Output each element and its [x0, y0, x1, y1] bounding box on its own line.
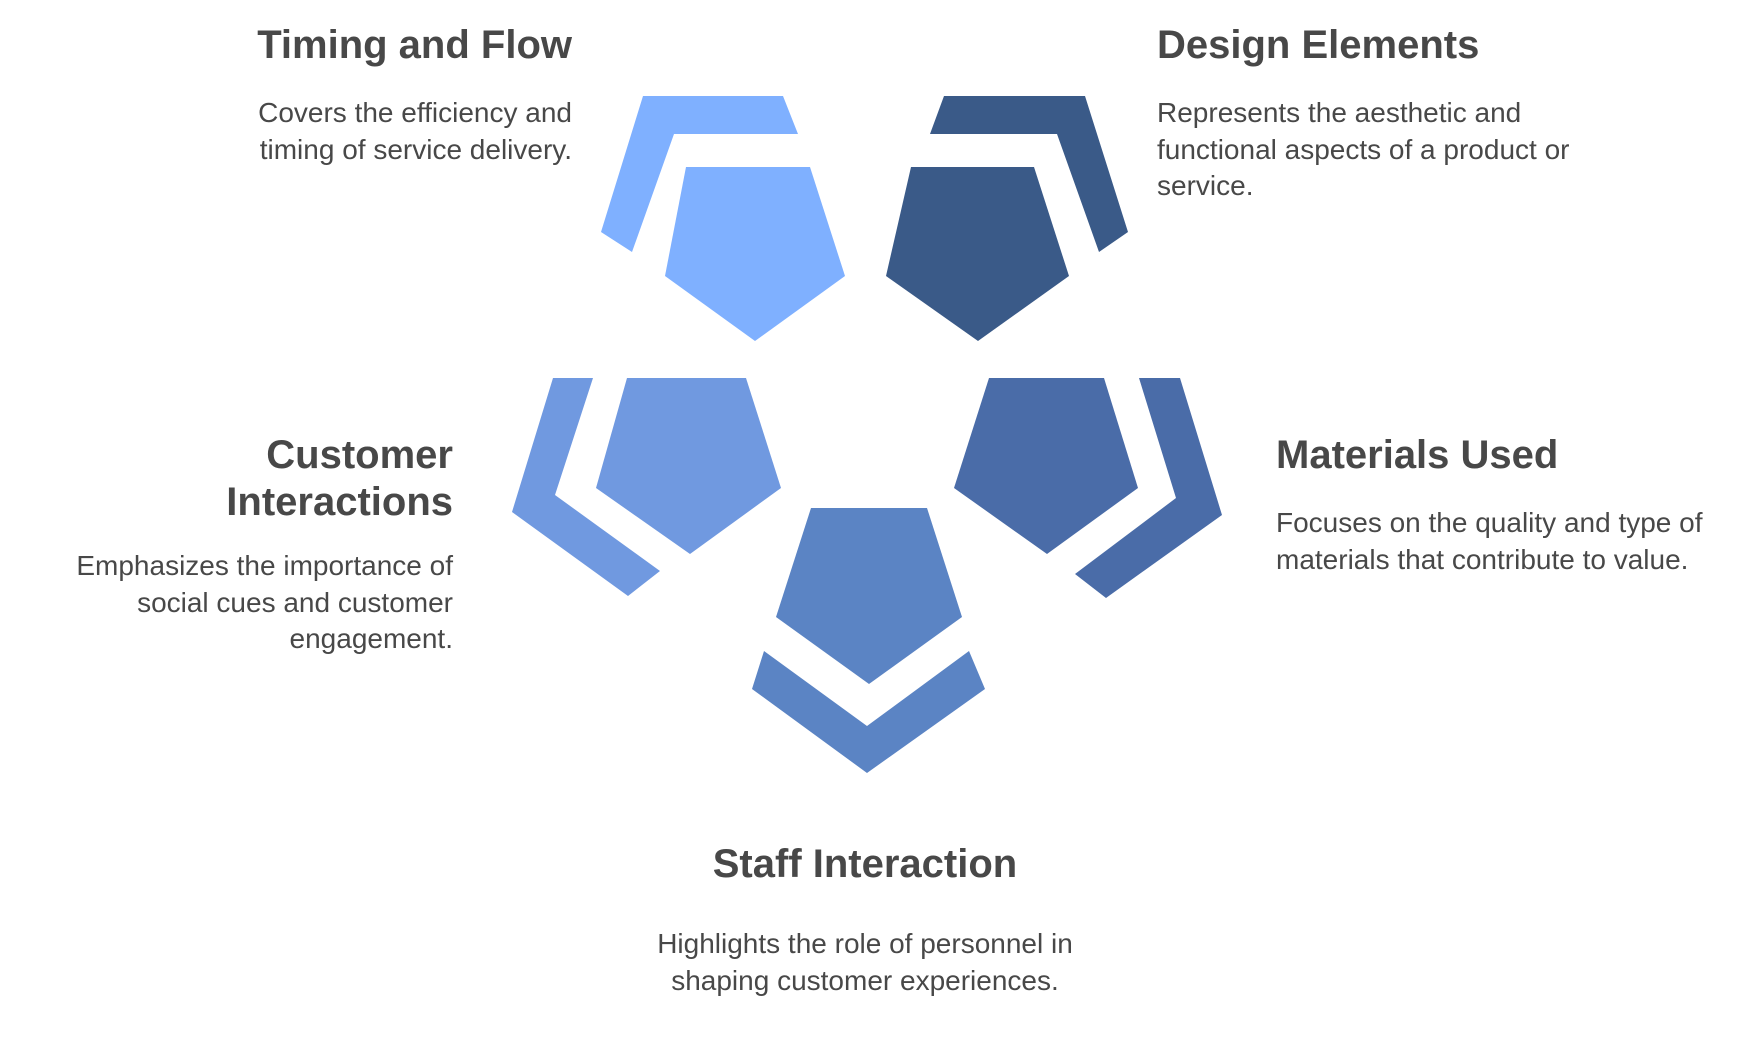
materials-description: Focuses on the quality and type of mater… — [1276, 507, 1703, 575]
materials-text-block: Materials Used Focuses on the quality an… — [1276, 432, 1726, 578]
materials-segment — [954, 378, 1222, 598]
timing-segment-outer — [601, 96, 798, 252]
materials-segment-pentagon — [954, 378, 1138, 554]
customer-text-block: Customer Interactions Emphasizes the imp… — [30, 432, 453, 658]
staff-text-block: Staff Interaction Highlights the role of… — [620, 841, 1110, 999]
customer-title: Customer Interactions — [226, 433, 453, 525]
design-title: Design Elements — [1157, 23, 1480, 67]
staff-segment-pentagon — [776, 508, 962, 684]
customer-segment-outer — [512, 378, 660, 596]
design-segment — [886, 96, 1128, 341]
staff-segment-outer — [752, 651, 985, 773]
design-description: Represents the aesthetic and functional … — [1157, 97, 1570, 201]
customer-segment-pentagon — [596, 378, 781, 554]
timing-text-block: Timing and Flow Covers the efficiency an… — [200, 22, 572, 168]
design-segment-pentagon — [886, 167, 1069, 341]
customer-segment — [512, 378, 781, 596]
customer-description: Emphasizes the importance of social cues… — [76, 550, 453, 655]
materials-title: Materials Used — [1276, 433, 1559, 477]
timing-description: Covers the efficiency and timing of serv… — [258, 97, 572, 165]
materials-segment-outer — [1075, 378, 1222, 598]
design-segment-outer — [930, 96, 1128, 252]
staff-description: Highlights the role of personnel in shap… — [657, 928, 1073, 996]
timing-segment — [601, 96, 845, 341]
design-text-block: Design Elements Represents the aesthetic… — [1157, 22, 1597, 204]
staff-segment — [752, 508, 985, 773]
timing-title: Timing and Flow — [257, 23, 572, 67]
staff-title: Staff Interaction — [712, 842, 1018, 886]
timing-segment-pentagon — [665, 167, 845, 341]
